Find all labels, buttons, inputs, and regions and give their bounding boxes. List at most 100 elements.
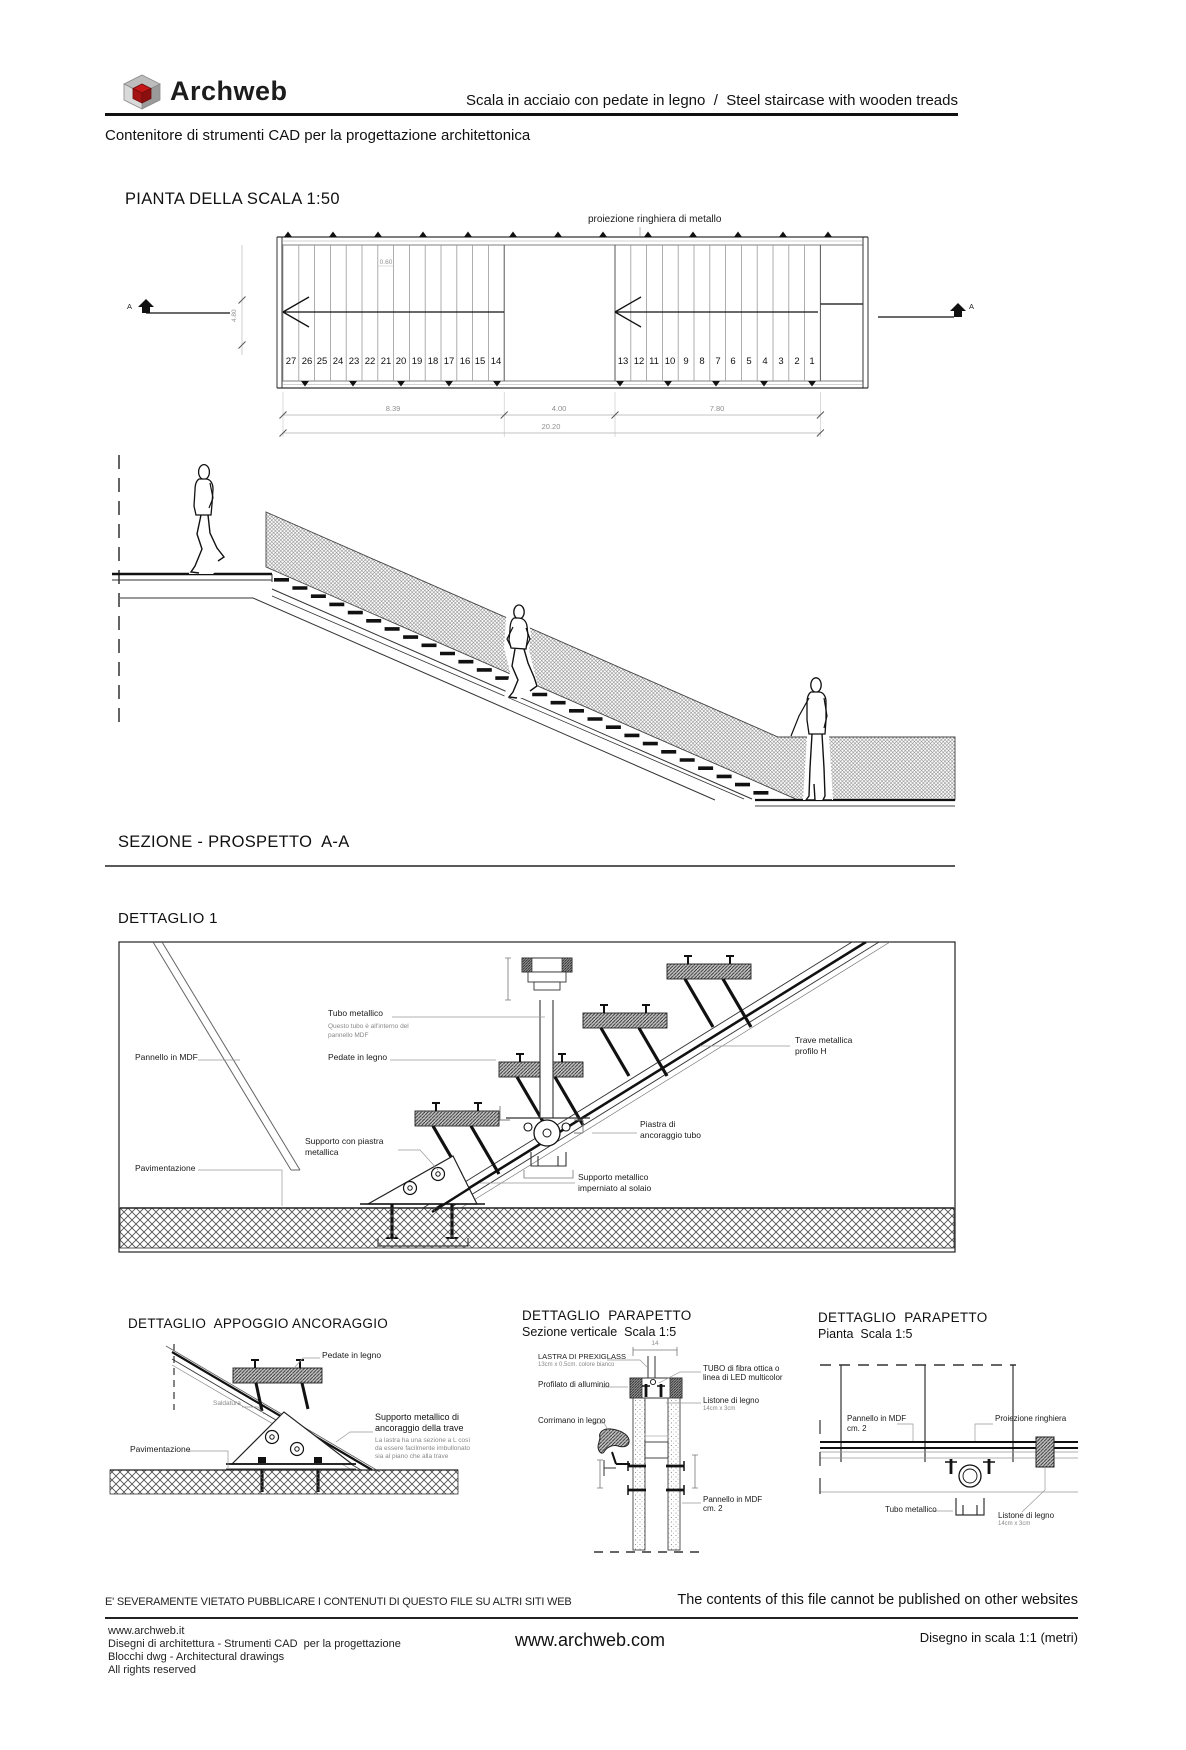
label-corrimano: Corrimano in legno	[538, 1416, 606, 1425]
footer-line4: All rights reserved	[108, 1664, 197, 1676]
footer-notice-en: The contents of this file cannot be publ…	[677, 1592, 1078, 1608]
tread-number: 11	[649, 356, 659, 367]
label-tubo-led-1: TUBO di fibra ottica o	[703, 1364, 780, 1373]
label-supporto-solaio-1: Supporto metallico	[578, 1172, 649, 1182]
tread-number: 3	[778, 356, 784, 367]
footer-scale-note: Disegno in scala 1:1 (metri)	[919, 1630, 1078, 1645]
tread-number: 9	[683, 356, 689, 367]
dim-flight-right: 7.80	[709, 404, 725, 413]
handrail-profile	[597, 1428, 630, 1454]
label-supporto-piastra-1: Supporto con piastra	[305, 1136, 384, 1146]
label-pavimentazione: Pavimentazione	[135, 1163, 196, 1173]
plan-railing-label: proiezione ringhiera di metallo	[588, 214, 722, 225]
detail-parapetto-pianta-linework	[819, 1364, 1078, 1516]
tread-number: 25	[316, 356, 328, 367]
tread-number: 20	[395, 356, 407, 367]
tread-number: 22	[364, 356, 376, 367]
figure-descending	[504, 604, 538, 699]
dim-total: 20.20	[541, 422, 561, 431]
page-title: Scala in acciaio con pedate in legno / S…	[466, 92, 958, 109]
label-supporto-note-1: La lastra ha una sezione a L così	[375, 1437, 471, 1444]
section-title: SEZIONE - PROSPETTO A-A	[118, 833, 350, 851]
label-piastra-1: Piastra di	[640, 1119, 676, 1129]
label-pedate-appoggio: Pedate in legno	[322, 1350, 382, 1360]
tread-number: 16	[459, 356, 471, 367]
tread-number: 21	[380, 356, 392, 367]
footer-url[interactable]: www.archweb.com	[514, 1630, 666, 1650]
label-supporto-piastra-2: metallica	[305, 1147, 339, 1157]
label-supporto-trave-2: ancoraggio della trave	[375, 1423, 464, 1433]
footer-site: www.archweb.it	[108, 1625, 185, 1637]
label-supporto-trave-1: Supporto metallico di	[375, 1412, 460, 1422]
detail1-treads	[414, 955, 753, 1175]
tread-number: 2	[794, 356, 800, 367]
tread-number: 1	[809, 356, 815, 367]
figure-walking	[189, 463, 226, 574]
label-lastra: LASTRA DI PREXIGLASS	[538, 1352, 626, 1361]
detail-appoggio-title: DETTAGLIO APPOGGIO ANCORAGGIO	[128, 1316, 389, 1331]
tread-number: 24	[332, 356, 344, 367]
label-tubo-metallico: Tubo metallico	[328, 1008, 383, 1018]
detail-sezione-title-1: DETTAGLIO PARAPETTO	[522, 1308, 692, 1323]
detail-pianta-title-2: Pianta Scala 1:5	[818, 1327, 913, 1341]
detail-pianta-leaders	[897, 1423, 1046, 1513]
label-listone-note-pianta: 14cm x 3cm	[998, 1521, 1031, 1527]
detail-appoggio-linework	[109, 1344, 459, 1495]
section-linework	[105, 455, 956, 867]
footer-rule	[105, 1617, 1078, 1619]
label-pavimentazione-appoggio: Pavimentazione	[130, 1444, 191, 1454]
label-pannello-pianta-1: Pannello in MDF	[847, 1414, 907, 1423]
label-tubo-pianta: Tubo metallico	[885, 1505, 937, 1514]
tread-number: 18	[427, 356, 439, 367]
label-listone-pianta: Listone di legno	[998, 1511, 1055, 1520]
label-pannello-mdf: Pannello in MDF	[135, 1052, 198, 1062]
section-marker-left	[138, 299, 230, 314]
brand-name[interactable]: Archweb	[170, 76, 288, 106]
detail1-linework	[118, 941, 956, 1253]
detail-appoggio-leaders	[188, 1357, 373, 1469]
tread-number: 15	[474, 356, 486, 367]
parapet-band	[265, 511, 956, 801]
dim-landing: 4.00	[551, 404, 567, 413]
tread-number: 26	[301, 356, 313, 367]
floor-support-bracket	[365, 1155, 478, 1205]
dim-parapetto-top: 14	[651, 1340, 659, 1347]
label-supporto-note-2: da essere facilmente imbullonato	[375, 1445, 471, 1452]
footer-line2: Disegni di architettura - Strumenti CAD …	[108, 1638, 401, 1650]
figure-standing	[790, 677, 833, 801]
label-saldatura: Saldatura	[213, 1400, 241, 1407]
tread-number: 12	[633, 356, 645, 367]
detail-pianta-title-1: DETTAGLIO PARAPETTO	[818, 1310, 988, 1325]
dim-width: 4.80	[231, 309, 238, 322]
label-trave-2: profilo H	[795, 1046, 827, 1056]
tread-number: 13	[617, 356, 629, 367]
label-piastra-2: ancoraggio tubo	[640, 1130, 701, 1140]
label-supporto-note-3: sia al piano che alla trave	[375, 1453, 449, 1460]
label-trave-1: Trave metallica	[795, 1035, 853, 1045]
archweb-logo-icon[interactable]	[122, 74, 162, 110]
label-lastra-note: 13cm x 0.5cm. colore bianco	[538, 1362, 615, 1368]
label-pannello-pianta-2: cm. 2	[847, 1424, 867, 1433]
label-tubo-note1: Questo tubo è all'interno del	[328, 1023, 409, 1030]
tread-number: 17	[443, 356, 455, 367]
footer-line3: Blocchi dwg - Architectural drawings	[108, 1651, 285, 1663]
tread-number: 14	[490, 356, 502, 367]
section-marker-right	[878, 303, 966, 318]
detail1-leaders	[198, 1016, 790, 1206]
section-letter-right: A	[969, 302, 975, 311]
label-pedate: Pedate in legno	[328, 1052, 388, 1062]
page-subtitle: Contenitore di strumenti CAD per la prog…	[105, 127, 531, 144]
tread-number: 10	[664, 356, 676, 367]
footer-notice-it: E' SEVERAMENTE VIETATO PUBBLICARE I CONT…	[105, 1596, 572, 1608]
label-pannello-sezione-2: cm. 2	[703, 1504, 723, 1513]
detail-sezione-title-2: Sezione verticale Scala 1:5	[522, 1325, 677, 1339]
label-supporto-solaio-2: imperniato al solaio	[578, 1183, 652, 1193]
tread-number: 27	[285, 356, 297, 367]
detail-parapetto-sezione-linework	[592, 1347, 701, 1553]
tread-number: 5	[746, 356, 752, 367]
section-letter-left: A	[127, 302, 133, 311]
label-profilato: Profilato di alluminio	[538, 1380, 610, 1389]
label-proiezione-ringhiera: Proiezione ringhiera	[995, 1414, 1067, 1423]
dim-tread: 0.60	[379, 259, 393, 266]
